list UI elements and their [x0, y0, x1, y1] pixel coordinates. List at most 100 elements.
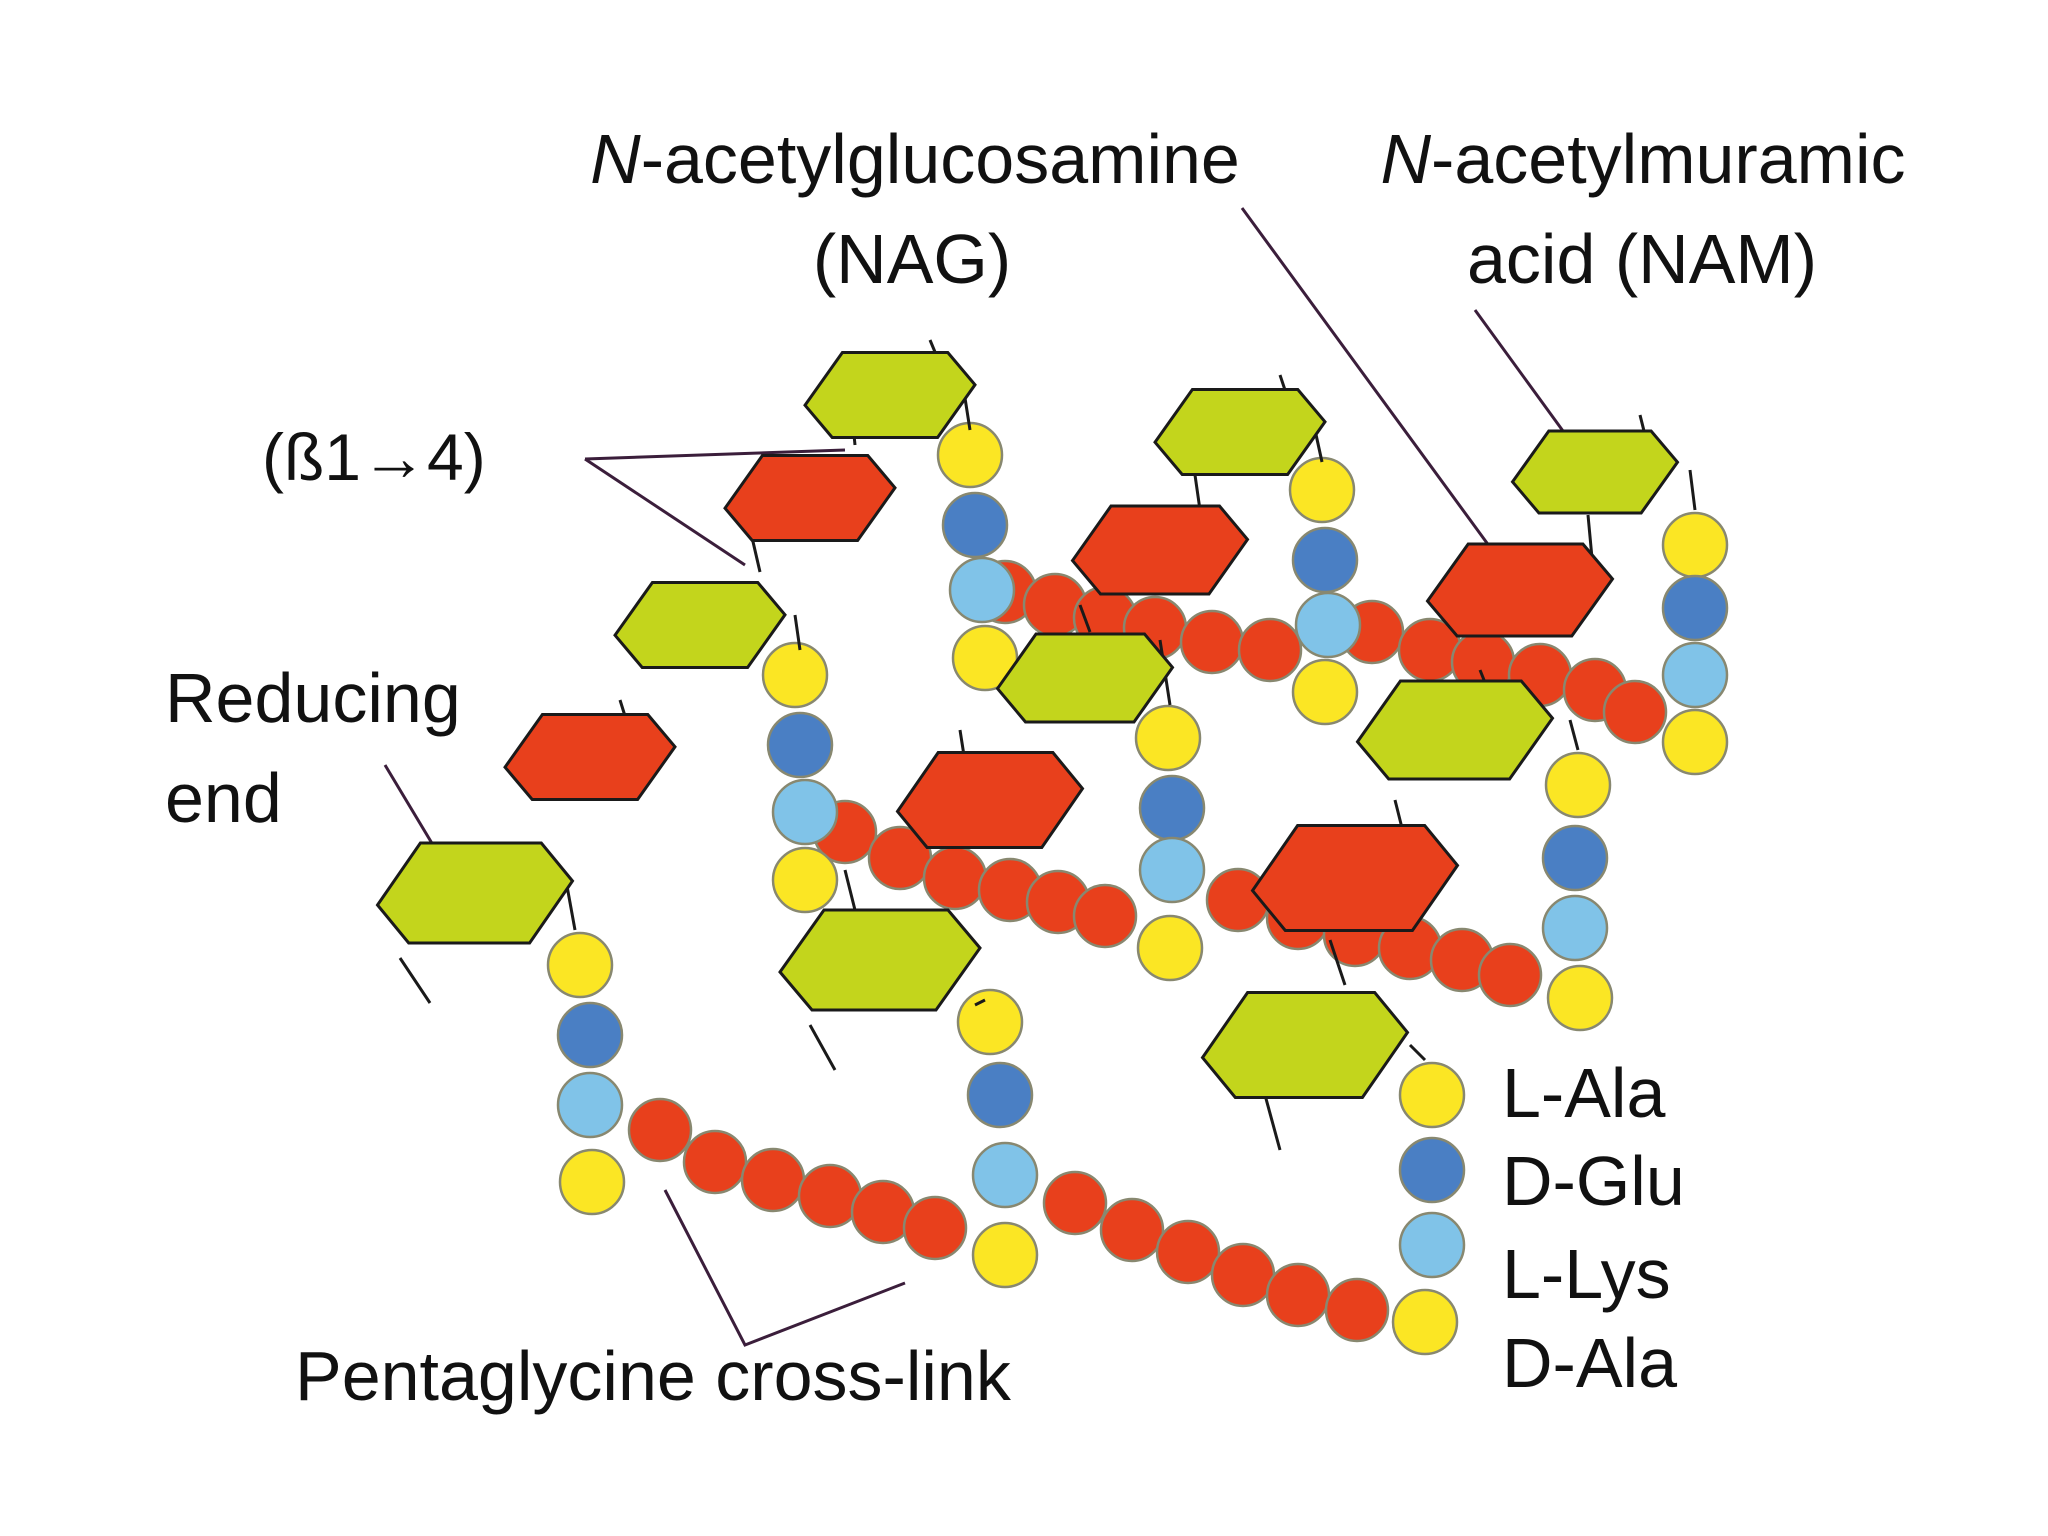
- glycine-bead: [1324, 1277, 1390, 1343]
- glycosidic-bond-line: [963, 397, 972, 431]
- glycine-bead: [1099, 1197, 1165, 1263]
- glycine-bead: [1072, 883, 1138, 949]
- d-glu-bead: [1291, 526, 1359, 594]
- glycosidic-bond-line: [1688, 469, 1697, 511]
- crosslink-label: Pentaglycine cross-link: [295, 1337, 1012, 1415]
- d-glu-bead: [1138, 774, 1206, 842]
- beta-bond-label: (ß1→4): [262, 420, 486, 494]
- reducing-end-label-line2: end: [165, 759, 282, 837]
- l-lys-bead: [971, 1141, 1039, 1209]
- d-glu-bead: [1398, 1136, 1466, 1204]
- nam-name: -acetylmuramic: [1431, 120, 1906, 198]
- l-ala-bead: [956, 988, 1024, 1056]
- nag-prefix: N: [590, 120, 641, 198]
- reducing-end-label-line1: Reducing: [165, 659, 461, 737]
- glycosidic-bond-line: [1078, 604, 1092, 633]
- nag-hexagon: [778, 908, 982, 1012]
- glycosidic-bond-line: [398, 957, 432, 1004]
- nag-name: -acetylglucosamine: [641, 120, 1240, 198]
- l-ala-bead: [1134, 704, 1202, 772]
- nag-hexagon: [803, 351, 977, 439]
- nam-label-abbr: acid (NAM): [1467, 220, 1817, 298]
- glycine-bead: [922, 845, 988, 911]
- l-ala-bead: [1398, 1061, 1466, 1129]
- l-lys-bead: [771, 778, 839, 846]
- l-ala-bead: [1288, 456, 1356, 524]
- d-ala-bead: [971, 1221, 1039, 1289]
- l-ala-bead: [546, 931, 614, 999]
- glycine-bead: [1602, 679, 1668, 745]
- nam-hexagon: [1070, 504, 1250, 596]
- glycine-bead: [627, 1097, 693, 1163]
- glycine-bead: [1179, 609, 1245, 675]
- l-ala-bead: [936, 421, 1004, 489]
- glycine-bead: [1210, 1242, 1276, 1308]
- aa-label-l-ala: L-Ala: [1502, 1054, 1665, 1132]
- d-ala-bead: [1391, 1288, 1459, 1356]
- nam-hexagon: [723, 454, 897, 542]
- nag-hexagon: [613, 581, 787, 669]
- leader-lines: [383, 207, 1597, 1347]
- d-glu-bead: [556, 1001, 624, 1069]
- glycine-bead: [1237, 617, 1303, 683]
- crosslink-leader: [663, 1189, 906, 1347]
- nag-hexagon: [995, 632, 1175, 724]
- aa-label-d-glu: D-Glu: [1502, 1142, 1685, 1220]
- nam-prefix: N: [1380, 120, 1431, 198]
- glycine-bead: [902, 1195, 968, 1261]
- l-lys-bead: [1661, 641, 1729, 709]
- peptide-bead-layer: [546, 421, 1729, 1356]
- glycosidic-bond-line: [974, 998, 986, 1007]
- d-ala-bead: [951, 624, 1019, 692]
- nag-hexagon: [1510, 429, 1680, 515]
- nam-hexagon: [1425, 542, 1615, 638]
- aa-label-d-ala: D-Ala: [1502, 1324, 1677, 1402]
- beta-leader-lower: [584, 457, 746, 567]
- beta-leader-upper: [584, 448, 846, 461]
- l-ala-bead: [1661, 511, 1729, 579]
- nag-leader: [1240, 207, 1527, 596]
- d-ala-bead: [771, 846, 839, 914]
- glycosidic-bond-line: [843, 869, 857, 911]
- glycine-bead: [1477, 942, 1543, 1008]
- nam-label-line1: N-acetylmuramic: [1380, 120, 1905, 198]
- glycosidic-bond-line: [1586, 514, 1594, 559]
- d-glu-bead: [1541, 824, 1609, 892]
- nag-hexagon: [1355, 679, 1555, 781]
- l-lys-bead: [556, 1071, 624, 1139]
- glycan-layer: [375, 339, 1697, 1151]
- glycosidic-bond-line: [1568, 719, 1580, 751]
- nam-hexagon: [1250, 824, 1460, 932]
- glycosidic-bond-line: [1408, 1043, 1427, 1062]
- glycosidic-bond-line: [1328, 939, 1347, 986]
- d-ala-bead: [1546, 964, 1614, 1032]
- l-lys-bead: [1138, 836, 1206, 904]
- glycine-bead: [1155, 1219, 1221, 1285]
- d-glu-bead: [941, 491, 1009, 559]
- l-lys-bead: [1398, 1211, 1466, 1279]
- l-ala-bead: [1544, 751, 1612, 819]
- glycine-bead: [1265, 1262, 1331, 1328]
- glycosidic-bond-line: [1263, 1094, 1282, 1151]
- d-ala-bead: [1661, 708, 1729, 776]
- aa-label-l-lys: L-Lys: [1502, 1235, 1671, 1313]
- glycine-bead: [740, 1147, 806, 1213]
- d-glu-bead: [766, 711, 834, 779]
- nam-hexagon: [895, 751, 1085, 849]
- nag-hexagon: [1153, 388, 1327, 476]
- nag-label-line1: N-acetylglucosamine: [590, 120, 1240, 198]
- d-glu-bead: [1661, 574, 1729, 642]
- l-lys-bead: [1541, 894, 1609, 962]
- glycine-bead: [1042, 1170, 1108, 1236]
- l-lys-bead: [948, 556, 1016, 624]
- nag-hexagon: [1200, 991, 1410, 1099]
- l-lys-bead: [1294, 591, 1362, 659]
- glycosidic-bond-line: [808, 1024, 837, 1071]
- glycine-bead: [682, 1129, 748, 1195]
- d-ala-bead: [1291, 658, 1359, 726]
- nag-label-abbr: (NAG): [813, 220, 1011, 298]
- d-ala-bead: [558, 1148, 626, 1216]
- glycosidic-bond-line: [1193, 474, 1202, 511]
- l-ala-bead: [761, 641, 829, 709]
